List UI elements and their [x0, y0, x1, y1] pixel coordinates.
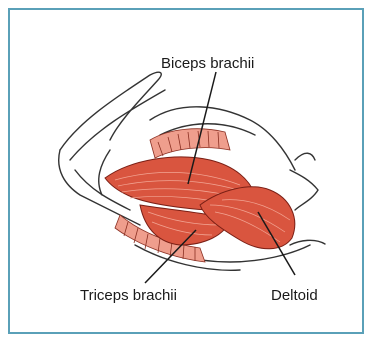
biceps-label: Biceps brachii [161, 55, 254, 72]
triceps-label: Triceps brachii [80, 287, 177, 304]
deltoid-label: Deltoid [271, 287, 318, 304]
deltoid-muscle [200, 187, 295, 249]
